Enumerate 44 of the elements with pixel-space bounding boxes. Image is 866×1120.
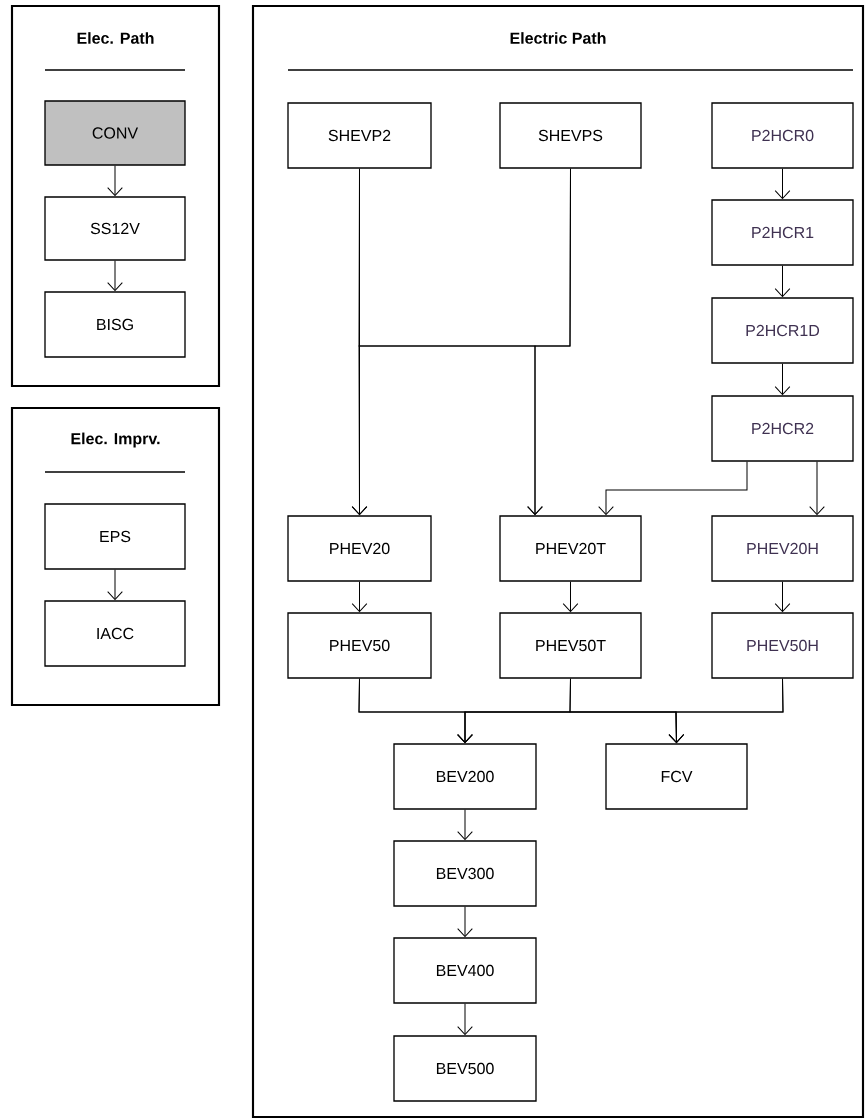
- arrow: [598, 461, 748, 516]
- process-box: P2HCR2: [711, 395, 854, 462]
- process-box: SS12V: [44, 196, 186, 261]
- arrow: [774, 581, 791, 613]
- arrow: [774, 168, 791, 200]
- arrow: [809, 461, 825, 516]
- arrow: [457, 1003, 473, 1036]
- process-box: EPS: [44, 503, 186, 570]
- arrow: [457, 809, 473, 841]
- process-box: PHEV50T: [499, 612, 642, 679]
- arrow: [527, 168, 571, 516]
- process-box: BEV300: [393, 840, 537, 907]
- process-box: BEV200: [393, 743, 537, 810]
- panel-heading: Elec. Path: [77, 32, 154, 44]
- panel-heading: Electric Path: [510, 32, 606, 44]
- panel: [10, 406, 221, 707]
- arrow: [457, 906, 473, 938]
- process-box: IACC: [44, 600, 186, 667]
- arrow: [107, 260, 123, 292]
- process-box: FCV: [605, 743, 748, 810]
- arrow: [774, 265, 791, 298]
- process-box: P2HCR0: [711, 102, 854, 169]
- arrow: [107, 569, 123, 601]
- process-box: P2HCR1D: [711, 297, 854, 364]
- arrow: [774, 363, 791, 396]
- arrow: [668, 678, 784, 744]
- arrow: [351, 581, 368, 613]
- process-box: PHEV20: [287, 515, 432, 582]
- process-box: BEV400: [393, 937, 537, 1004]
- process-box: PHEV50H: [711, 612, 854, 679]
- process-box: P2HCR1: [711, 199, 854, 266]
- panel: [251, 4, 865, 1119]
- process-box: SHEVPS: [499, 102, 642, 169]
- arrow: [107, 165, 123, 197]
- process-box: CONV: [44, 100, 186, 166]
- process-box: BEV500: [393, 1035, 537, 1102]
- process-box: PHEV20T: [499, 515, 642, 582]
- process-box: BISG: [44, 291, 186, 358]
- process-box: SHEVP2: [287, 102, 432, 169]
- process-box: PHEV50: [287, 612, 432, 679]
- panel-heading: Elec. Imprv.: [71, 432, 160, 448]
- process-box: PHEV20H: [711, 515, 854, 582]
- panel: [10, 4, 221, 388]
- arrow: [562, 581, 579, 613]
